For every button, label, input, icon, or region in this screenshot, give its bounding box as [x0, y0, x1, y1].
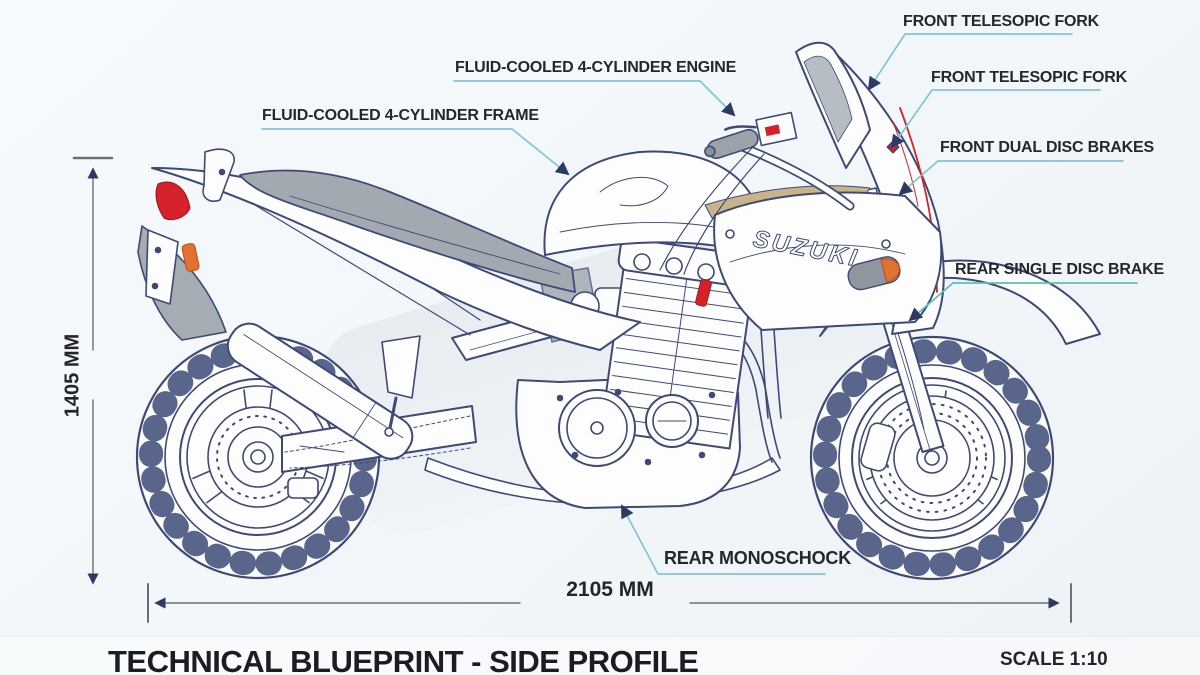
leader-frame: [261, 128, 570, 176]
callout-engine: FLUID-COOLED 4-CYLINDER ENGINE: [455, 59, 737, 76]
engine-block: [515, 237, 782, 509]
front-brake-caliper: [860, 422, 896, 472]
callout-front-fork-lower: FRONT TELESOPIC FORK: [931, 69, 1128, 86]
callout-front-fork-upper: FRONT TELESOPIC FORK: [903, 13, 1100, 30]
callout-rear-shock: REAR MONOSCHOCK: [664, 548, 852, 568]
dimension-height-line: [72, 156, 114, 585]
leader-rear-brake: [908, 282, 1138, 322]
page-title: TECHNICAL BLUEPRINT - SIDE PROFILE: [108, 644, 699, 675]
side-panel: [713, 191, 943, 331]
callout-rear-brake: REAR SINGLE DISC BRAKE: [955, 261, 1164, 278]
leader-front-brakes: [898, 160, 1124, 196]
callout-front-brakes: FRONT DUAL DISC BRAKES: [940, 139, 1154, 156]
tail-light: [155, 181, 191, 221]
dimension-length-label: 2105 MM: [566, 578, 654, 601]
windscreen-shading: [803, 55, 853, 143]
dimension-length-line: [147, 583, 1072, 623]
front-wheel: [809, 335, 1055, 581]
engine-red-accent: [695, 279, 712, 307]
fuel-tank: [543, 150, 763, 257]
leader-rear-shock: [621, 504, 826, 575]
handlebar: [659, 111, 855, 275]
leader-front-fork-lower: [890, 89, 1101, 149]
tail-section: [137, 148, 641, 351]
control-cable: [659, 147, 753, 271]
rear-brake-caliper: [287, 477, 319, 499]
rear-turn-signal: [181, 243, 200, 272]
leader-front-fork-upper: [867, 33, 1073, 91]
seat-and-tank: [239, 150, 763, 293]
front-end: SUZUKI: [704, 41, 1101, 472]
master-cylinder: [724, 111, 798, 147]
front-turn-signal: [847, 256, 901, 291]
scale-label: SCALE 1:10: [1000, 649, 1108, 670]
leader-engine: [453, 80, 736, 117]
grab-rail: [202, 148, 235, 202]
footpeg-bracket: [381, 335, 421, 399]
callout-frame: FLUID-COOLED 4-CYLINDER FRAME: [262, 107, 539, 124]
dimension-height-label: 1405 MM: [61, 333, 84, 418]
footer-band: [0, 636, 1200, 675]
crankcase-cover: [558, 389, 636, 467]
